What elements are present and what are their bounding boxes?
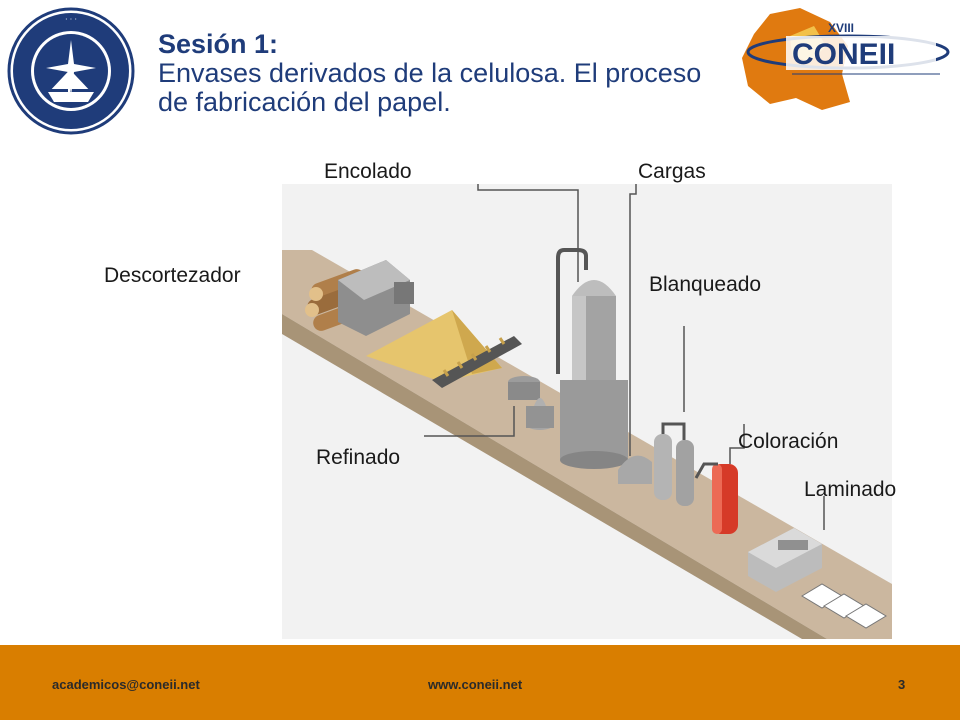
footer-email-link[interactable]: academicos@coneii.net <box>52 677 200 692</box>
footer-website-link[interactable]: www.coneii.net <box>428 677 523 692</box>
label-descortezador: Descortezador <box>104 264 241 287</box>
slide-heading: Sesión 1: <box>158 29 279 59</box>
label-blanqueado: Blanqueado <box>649 273 762 296</box>
coneii-logo-edition: XVIII <box>828 21 854 35</box>
svg-text:· · ·: · · · <box>65 15 77 24</box>
label-encolado: Encolado <box>324 160 412 183</box>
footer-page-number: 3 <box>898 677 906 692</box>
coneii-logo: XVIII CONEII <box>742 8 950 110</box>
laminated-paper-sheets <box>801 583 887 629</box>
slide-subtitle: Envases derivados de la celulosa. El pro… <box>158 58 702 117</box>
label-laminado: Laminado <box>804 478 897 501</box>
inclined-conveyor <box>432 336 522 388</box>
label-refinado: Refinado <box>316 446 401 469</box>
pulp-tank <box>618 455 652 484</box>
label-cargas: Cargas <box>638 160 706 183</box>
label-coloracion: Coloración <box>738 430 839 453</box>
bleaching-column-1 <box>654 434 672 500</box>
paper-process-diagram <box>282 184 892 639</box>
footer-bar: academicos@coneii.net www.coneii.net 3 <box>0 645 960 720</box>
university-seal-logo: · · · <box>7 7 135 135</box>
coneii-logo-wordmark: CONEII <box>792 38 895 71</box>
slide-title: Sesión 1: Envases derivados de la celulo… <box>158 30 728 117</box>
